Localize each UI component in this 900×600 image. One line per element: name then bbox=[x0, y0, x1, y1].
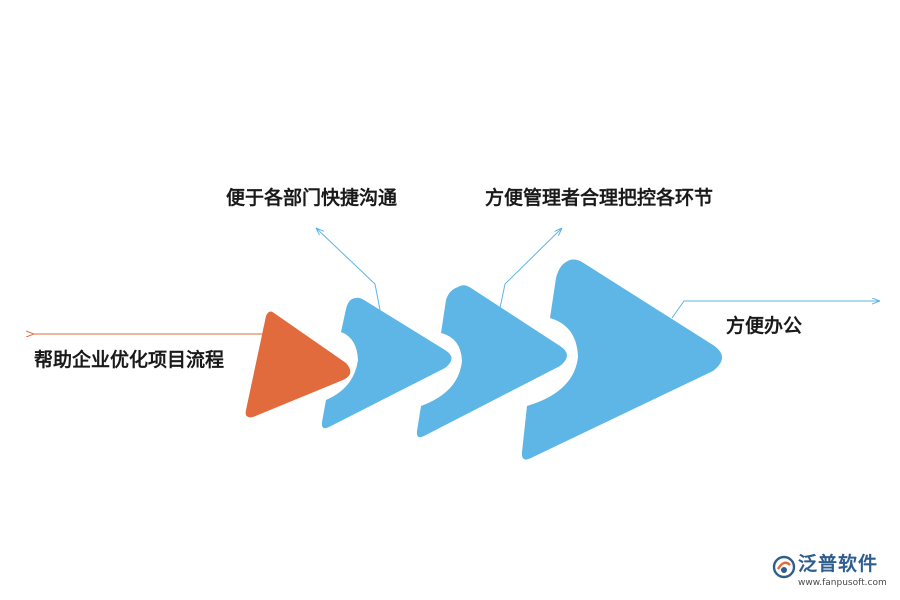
logo-url: www.fanpusoft.com bbox=[798, 578, 887, 588]
logo-name: 泛普软件 bbox=[798, 553, 879, 575]
connector-line-4 bbox=[671, 301, 880, 319]
step-3-label: 方便管理者合理把控各环节 bbox=[485, 187, 714, 209]
step-2-chevron bbox=[321, 297, 452, 429]
connector-line-3 bbox=[499, 228, 562, 309]
logo-icon bbox=[772, 555, 796, 579]
connector-line-2 bbox=[316, 228, 381, 311]
step-4-chevron bbox=[521, 259, 722, 460]
fanpusoft-logo: 泛普软件 www.fanpusoft.com bbox=[770, 553, 896, 597]
step-2-label: 便于各部门快捷沟通 bbox=[226, 187, 398, 209]
step-1-triangle bbox=[245, 311, 351, 418]
step-4-label: 方便办公 bbox=[726, 315, 803, 337]
step-1-label: 帮助企业优化项目流程 bbox=[34, 349, 225, 371]
step-3-chevron bbox=[416, 285, 567, 438]
